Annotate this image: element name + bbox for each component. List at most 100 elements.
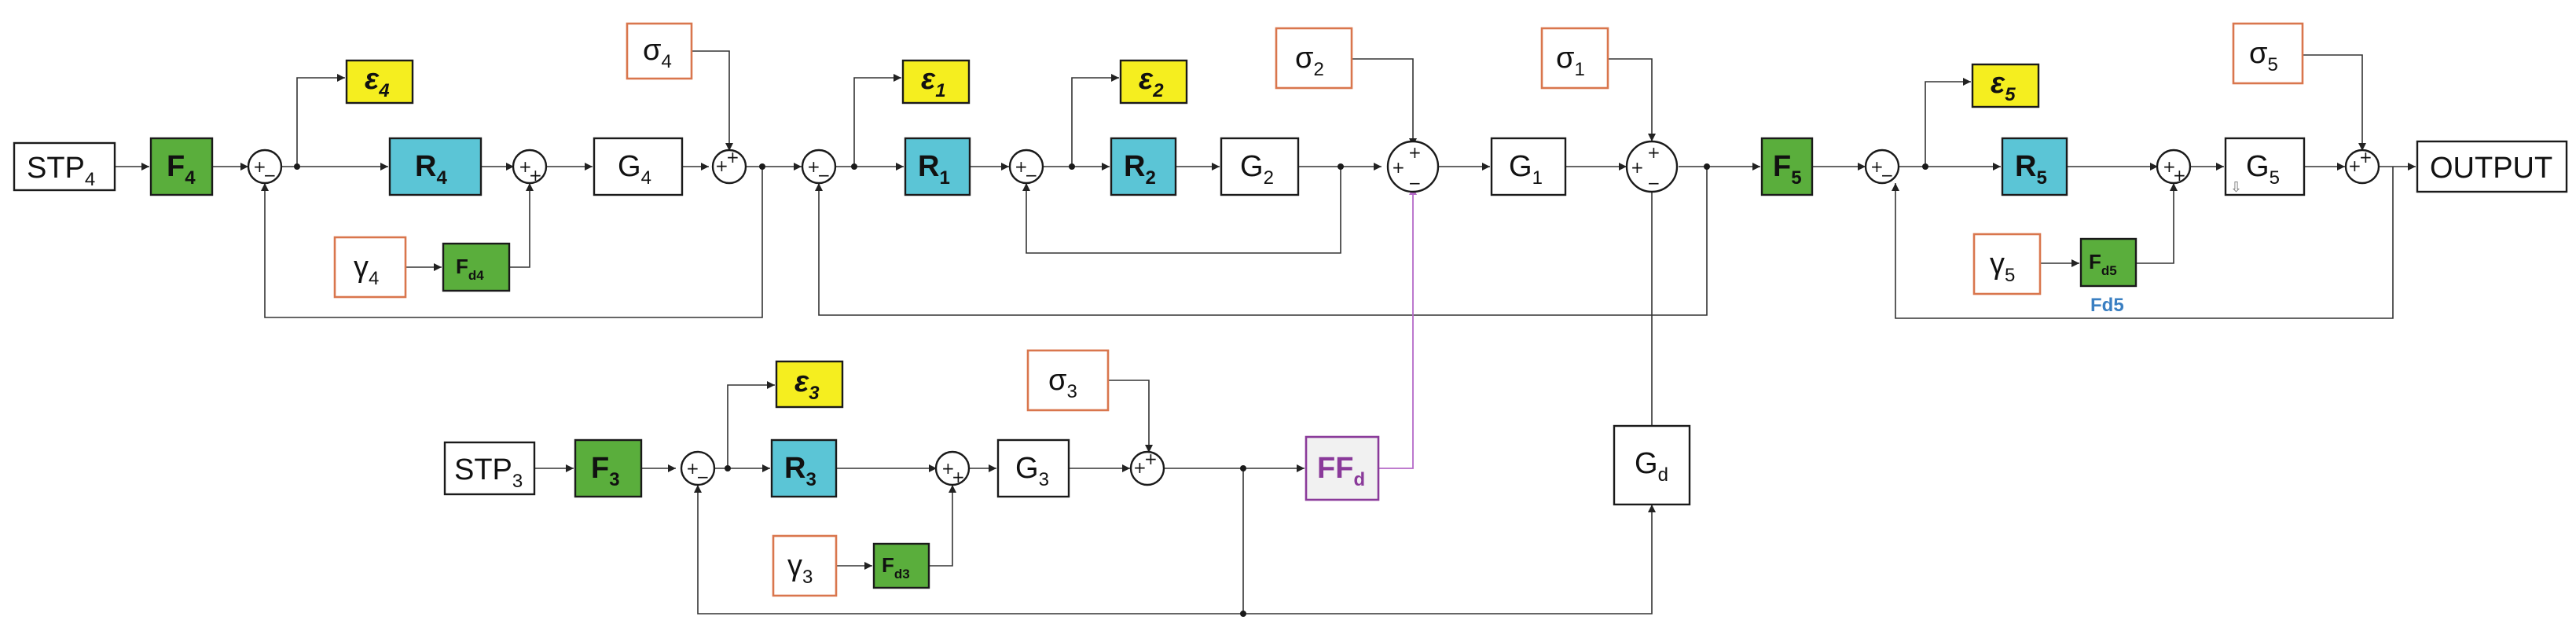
svg-text:R2: R2	[1124, 150, 1156, 189]
svg-text:+: +	[1870, 157, 1884, 176]
svg-text:+: +	[726, 148, 739, 167]
eps3-scope[interactable]: ε3	[775, 360, 844, 409]
svg-text:G2: G2	[1240, 150, 1274, 189]
sum-junction-4b	[512, 149, 548, 185]
svg-text:+: +	[941, 459, 955, 478]
ffd-block[interactable]: FFd	[1305, 435, 1380, 501]
sigma3-source[interactable]: σ3	[1026, 349, 1110, 412]
sum-junction-3a	[680, 450, 716, 486]
svg-text:R1: R1	[918, 150, 950, 189]
svg-text:−: −	[1881, 166, 1894, 185]
eps5-scope[interactable]: ε5	[1971, 63, 2040, 108]
sum-junction-2	[1008, 149, 1044, 185]
svg-text:F4: F4	[167, 150, 196, 189]
sigma1-source[interactable]: σ1	[1540, 27, 1609, 90]
eps1-scope[interactable]: ε1	[901, 59, 971, 105]
svg-text:ε3: ε3	[794, 365, 820, 404]
eps2-scope[interactable]: ε2	[1119, 59, 1188, 105]
svg-text:F3: F3	[591, 452, 620, 490]
gamma4-source[interactable]: γ4	[333, 236, 407, 299]
gd-block[interactable]: Gd	[1613, 424, 1691, 506]
sum-junction-4a	[247, 149, 283, 185]
sigma4-source[interactable]: σ4	[626, 22, 693, 80]
svg-text:R4: R4	[415, 150, 447, 189]
svg-text:+: +	[1647, 143, 1660, 162]
stp4-block[interactable]: STP4	[13, 141, 116, 192]
junction-dots	[294, 163, 1928, 617]
fd5-block[interactable]: Fd5	[2079, 237, 2137, 288]
svg-text:+: +	[807, 157, 820, 176]
svg-text:G1: G1	[1509, 150, 1543, 189]
g1-block[interactable]: G1	[1490, 137, 1567, 196]
gamma5-source[interactable]: γ5	[1972, 233, 2042, 295]
svg-text:+: +	[1631, 158, 1644, 177]
svg-text:+: +	[715, 156, 728, 175]
r4-block[interactable]: R4	[388, 137, 483, 196]
svg-text:σ2: σ2	[1295, 42, 1324, 80]
svg-text:+: +	[2163, 157, 2176, 176]
f4-block[interactable]: F4	[149, 137, 214, 196]
g4-block[interactable]: G4	[593, 137, 684, 196]
g2-block[interactable]: G2	[1220, 137, 1300, 196]
output-block[interactable]: OUTPUT	[2416, 140, 2568, 193]
svg-text:ε2: ε2	[1139, 63, 1164, 101]
port-arrow-icon: ⇩	[2230, 179, 2242, 196]
svg-text:+: +	[253, 157, 266, 176]
sum-junctions: + − + + + + + − + − + + − + + − + − + +	[247, 140, 2380, 486]
svg-text:G4: G4	[618, 150, 651, 189]
svg-text:OUTPUT: OUTPUT	[2430, 152, 2552, 185]
stp3-block[interactable]: STP3	[443, 441, 536, 496]
svg-text:+: +	[2348, 156, 2361, 175]
svg-text:γ3: γ3	[787, 549, 813, 588]
svg-text:ε1: ε1	[921, 63, 946, 101]
g3-block[interactable]: G3	[996, 438, 1070, 498]
svg-text:STP4: STP4	[27, 152, 95, 190]
svg-text:+: +	[1015, 157, 1028, 176]
svg-text:−: −	[696, 468, 710, 486]
fd5-caption: Fd5	[2090, 295, 2124, 316]
svg-text:ε4: ε4	[365, 63, 390, 101]
svg-text:σ5: σ5	[2249, 37, 2278, 75]
svg-text:+: +	[529, 166, 542, 185]
svg-text:+: +	[1144, 449, 1158, 468]
sum-junction-3c	[1129, 450, 1165, 486]
svg-text:G5: G5	[2246, 150, 2280, 189]
fd3-block[interactable]: Fd3	[872, 542, 930, 589]
g5-block[interactable]: G5 ⇩	[2224, 137, 2306, 196]
svg-text:−: −	[817, 166, 831, 185]
sum-junction-3b	[934, 450, 971, 486]
svg-text:R3: R3	[784, 452, 816, 490]
sum-junction-5a	[1864, 149, 1900, 185]
svg-text:+: +	[2173, 166, 2186, 185]
r2-block[interactable]: R2	[1110, 137, 1177, 196]
svg-text:+: +	[1392, 158, 1405, 177]
gamma3-source[interactable]: γ3	[772, 534, 838, 597]
svg-text:R5: R5	[2015, 150, 2047, 189]
svg-text:+: +	[2359, 148, 2372, 167]
svg-text:σ3: σ3	[1048, 364, 1077, 402]
signal-wires	[116, 50, 2416, 614]
f5-block[interactable]: F5	[1760, 137, 1814, 196]
svg-text:+: +	[952, 468, 965, 486]
r1-block[interactable]: R1	[904, 137, 971, 196]
svg-text:γ4: γ4	[354, 251, 379, 289]
svg-text:+: +	[519, 157, 532, 176]
svg-text:Fd5: Fd5	[2089, 250, 2117, 278]
r3-block[interactable]: R3	[770, 438, 838, 498]
fd4-block[interactable]: Fd4	[442, 242, 511, 292]
sum-junction-5c	[2344, 149, 2380, 185]
f3-block[interactable]: F3	[574, 438, 643, 498]
svg-text:F5: F5	[1773, 150, 1802, 189]
sigma2-source[interactable]: σ2	[1275, 27, 1353, 90]
svg-text:−: −	[1408, 174, 1422, 193]
sum-junction-5b	[2156, 149, 2192, 185]
svg-text:ε5: ε5	[1991, 67, 2016, 105]
svg-text:+: +	[1408, 143, 1422, 162]
svg-text:−: −	[1025, 166, 1038, 185]
eps4-scope[interactable]: ε4	[345, 59, 414, 105]
svg-text:−: −	[1647, 174, 1660, 193]
r5-block[interactable]: R5	[2001, 137, 2068, 196]
svg-text:Fd3: Fd3	[882, 553, 910, 581]
sigma5-source[interactable]: σ5	[2232, 22, 2304, 85]
